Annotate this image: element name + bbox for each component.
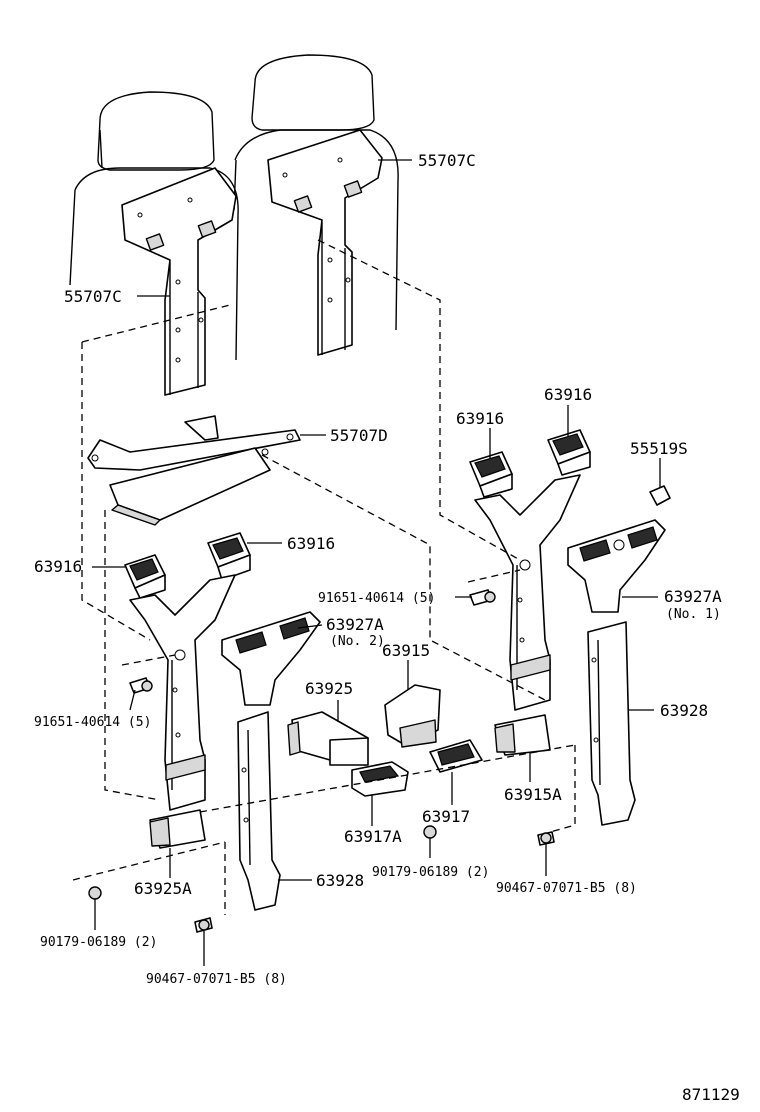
seat-frame-right-55707C [267, 129, 383, 356]
label-55519S: 55519S [630, 439, 688, 458]
outlet-63916-left-b [207, 532, 251, 581]
trim-63927A-no2 [221, 611, 321, 706]
label-63927A-no2-sub: (No. 2) [330, 634, 385, 649]
duct-63915 [384, 684, 441, 748]
label-91651-right: 91651-40614 (5) [318, 591, 435, 606]
label-63927A-no2: 63927A [326, 615, 384, 634]
label-63916-top-b: 63916 [544, 385, 592, 404]
label-63917A: 63917A [344, 827, 402, 846]
label-63927A-no1-sub: (No. 1) [666, 607, 721, 622]
label-63928-left: 63928 [316, 871, 364, 890]
label-90467-left: 90467-07071-B5 (8) [146, 972, 287, 987]
duct-63917A [351, 761, 409, 797]
screw-90467-left [194, 917, 213, 933]
nut-90179-left [88, 886, 102, 900]
part-labels: 55707C 55707C 55707D 63916 63916 55519S … [34, 151, 740, 1104]
label-63915A: 63915A [504, 785, 562, 804]
screw-90467-right [537, 831, 555, 846]
label-90179-center: 90179-06189 (2) [372, 865, 489, 880]
label-90467-right: 90467-07071-B5 (8) [496, 881, 637, 896]
leader-lines [92, 159, 661, 966]
duct-55707D [87, 415, 301, 526]
label-63925A: 63925A [134, 879, 192, 898]
assembly-dashed-lines [72, 239, 576, 915]
label-91651-left: 91651-40614 (5) [34, 715, 151, 730]
duct-63917 [429, 739, 483, 773]
label-63915: 63915 [382, 641, 430, 660]
nut-90179-center [423, 825, 437, 839]
label-90179-left: 90179-06189 (2) [40, 935, 157, 950]
drawing-number: 871129 [682, 1085, 740, 1104]
rear-duct-left [129, 574, 236, 849]
outlet-63916-left-a [124, 554, 166, 599]
trim-63927A-no1 [567, 519, 666, 613]
label-63917: 63917 [422, 807, 470, 826]
label-55707C-right: 55707C [418, 151, 476, 170]
label-63928-right: 63928 [660, 701, 708, 720]
label-63916-left-a: 63916 [34, 557, 82, 576]
label-55707C-left: 55707C [64, 287, 122, 306]
outlet-63916-right-b [547, 429, 591, 476]
seat-left-outline [69, 91, 239, 361]
clip-55519S [649, 485, 671, 506]
label-63927A-no1: 63927A [664, 587, 722, 606]
label-63916-left-b: 63916 [287, 534, 335, 553]
duct-63925 [287, 711, 369, 766]
bolt-91651-right [469, 589, 496, 606]
pillar-trim-63928-left [237, 711, 281, 911]
rear-duct-right [474, 474, 581, 756]
label-63916-top-a: 63916 [456, 409, 504, 428]
outlet-63916-right-a [469, 451, 513, 498]
bolt-91651-left [129, 677, 153, 694]
seat-frame-left-55707C [121, 167, 237, 396]
label-63925: 63925 [305, 679, 353, 698]
pillar-trim-63928-right [587, 621, 636, 826]
label-55707D: 55707D [330, 426, 388, 445]
